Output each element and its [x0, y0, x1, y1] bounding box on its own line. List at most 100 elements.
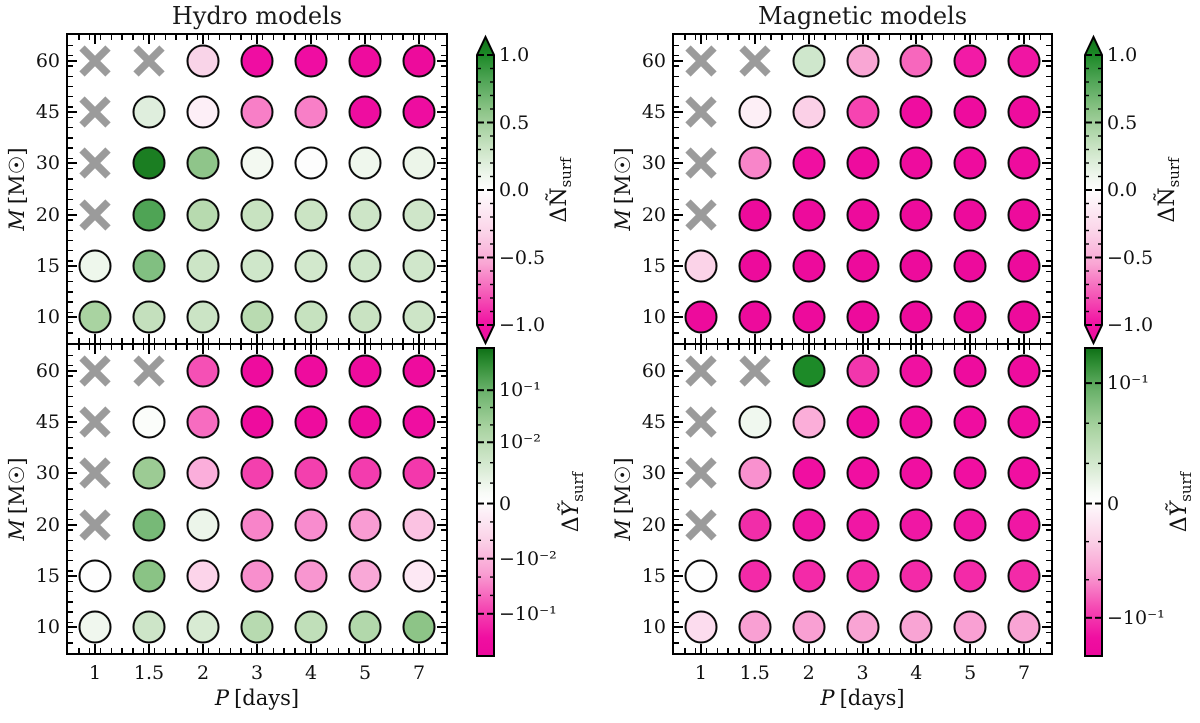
y-minor-tick — [68, 477, 73, 480]
y-major-tick — [674, 265, 683, 267]
colorbar-label-symbol: Ỹ — [558, 501, 584, 517]
marker-M60-P5 — [953, 354, 987, 388]
marker-M20-P3 — [846, 508, 879, 542]
missing-x-icon-M20-P1 — [77, 507, 113, 543]
y-major-tick — [68, 626, 77, 629]
marker-M10-P1 — [684, 300, 718, 334]
marker-M10-P1 — [684, 610, 718, 644]
x-minor-tick — [175, 338, 177, 343]
y-tick-label: 45 — [35, 411, 60, 433]
x-minor-tick — [684, 345, 686, 350]
colorbar-axis-label: ΔÑsurf — [547, 157, 575, 222]
y-tick-label: 30 — [35, 152, 60, 175]
x-minor-tick — [337, 345, 339, 350]
x-minor-tick — [802, 648, 805, 653]
y-minor-tick — [674, 601, 679, 603]
x-minor-tick — [413, 338, 415, 343]
x-major-tick — [202, 644, 204, 653]
x-major-tick — [753, 334, 756, 343]
x-major-tick — [969, 345, 972, 354]
x-minor-tick — [727, 648, 729, 653]
marker-M45-P3 — [240, 405, 274, 439]
x-major-tick — [969, 35, 972, 44]
y-major-tick — [437, 59, 446, 62]
y-minor-tick — [1046, 126, 1051, 129]
x-major-tick — [202, 334, 204, 343]
y-minor-tick — [674, 560, 679, 562]
y-minor-tick — [674, 631, 679, 634]
y-minor-tick — [68, 457, 73, 459]
marker-M60-P7 — [402, 44, 436, 78]
x-minor-tick — [153, 345, 156, 350]
marker-M60-P7 — [402, 354, 436, 388]
y-minor-tick — [1046, 508, 1051, 511]
marker-M45-P2 — [186, 405, 220, 439]
x-minor-tick — [856, 345, 858, 350]
x-minor-tick — [305, 648, 307, 653]
y-tick-label: 45 — [641, 411, 666, 433]
x-minor-tick — [888, 345, 891, 350]
x-minor-tick — [932, 338, 934, 343]
colorbar-tick-label: −10⁻¹ — [499, 602, 557, 625]
x-minor-tick — [845, 338, 848, 343]
x-minor-tick — [218, 338, 221, 343]
y-minor-tick — [441, 406, 446, 408]
marker-M60-P2 — [792, 354, 826, 388]
y-minor-tick — [674, 270, 679, 273]
x-major-tick — [93, 644, 96, 653]
marker-M30-P1.5 — [738, 146, 772, 180]
y-minor-tick — [68, 447, 73, 449]
marker-M15-P4 — [899, 249, 933, 283]
x-minor-tick — [975, 648, 977, 653]
y-minor-tick — [674, 260, 679, 262]
y-minor-tick — [68, 580, 73, 583]
x-minor-tick — [218, 648, 221, 653]
x-minor-tick — [337, 338, 339, 343]
marker-M15-P1.5 — [132, 249, 166, 283]
marker-M45-P2 — [186, 95, 220, 129]
marker-M20-P7 — [402, 198, 436, 232]
x-tick-label: 2 — [196, 662, 210, 684]
marker-M15-P1 — [684, 249, 718, 283]
y-major-tick — [1042, 111, 1051, 113]
x-minor-tick — [99, 35, 102, 40]
x-minor-tick — [996, 338, 999, 343]
y-minor-tick — [441, 601, 446, 603]
y-minor-tick — [441, 321, 446, 324]
y-minor-tick — [1046, 406, 1051, 408]
y-minor-tick — [674, 106, 679, 108]
marker-M15-P1.5 — [738, 559, 772, 593]
y-minor-tick — [1046, 209, 1051, 211]
y-tick-label: 15 — [35, 565, 60, 587]
x-major-tick — [256, 345, 258, 354]
x-minor-tick — [996, 35, 999, 40]
y-minor-tick — [1046, 385, 1051, 387]
y-minor-tick — [68, 365, 73, 367]
y-minor-tick — [68, 137, 73, 139]
x-minor-tick — [380, 345, 383, 350]
x-major-tick — [364, 345, 366, 354]
y-minor-tick — [1046, 321, 1051, 324]
y-major-tick — [437, 111, 446, 113]
x-major-tick — [418, 644, 420, 653]
x-minor-tick — [921, 648, 923, 653]
y-minor-tick — [441, 580, 446, 583]
x-minor-tick — [781, 35, 783, 40]
colorbar-tick-label: −0.5 — [1107, 246, 1154, 269]
x-minor-tick — [910, 648, 912, 653]
y-minor-tick — [68, 270, 73, 273]
y-major-tick — [1042, 575, 1051, 577]
y-minor-tick — [441, 291, 446, 293]
y-minor-tick — [441, 260, 446, 262]
colorbar-tick-label: −10⁻² — [499, 547, 557, 570]
x-minor-tick — [899, 648, 902, 653]
x-minor-tick — [738, 345, 740, 350]
marker-M20-P1.5 — [132, 508, 166, 542]
x-major-tick — [418, 35, 420, 44]
x-major-tick — [148, 35, 150, 44]
y-minor-tick — [68, 498, 73, 500]
y-minor-tick — [1046, 436, 1051, 439]
y-major-tick — [437, 316, 446, 319]
y-tick-label: 10 — [35, 306, 60, 329]
x-minor-tick — [348, 338, 350, 343]
